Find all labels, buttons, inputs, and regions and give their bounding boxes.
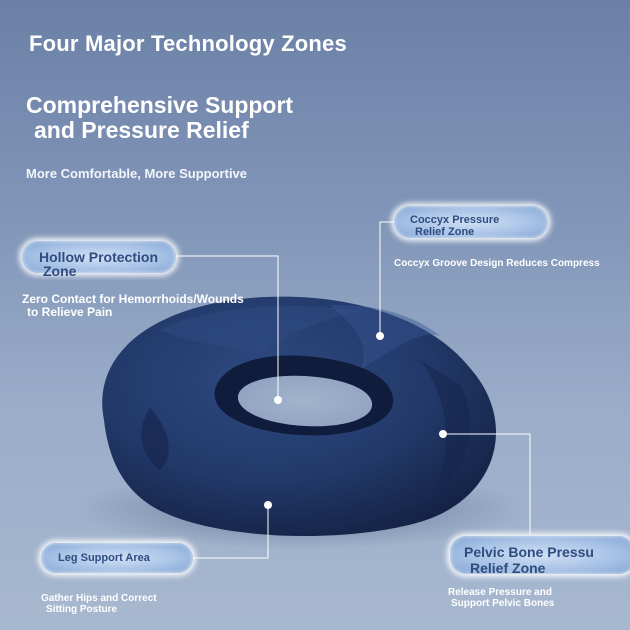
hollow-label-line-2: Zone	[43, 263, 77, 279]
pelvic-description-line-2: Support Pelvic Bones	[451, 598, 555, 609]
cushion-body	[102, 296, 497, 537]
pelvic-leader-line	[443, 433, 531, 534]
hollow-leader-line	[176, 255, 279, 400]
coccyx-zone-label: Coccyx Pressure Relief Zone	[394, 206, 548, 238]
leader-lines	[176, 221, 531, 559]
headline: Comprehensive Support and Pressure Relie…	[26, 93, 386, 143]
subheadline: More Comfortable, More Supportive	[26, 166, 248, 181]
pelvic-description-line-1: Release Pressure and	[448, 587, 552, 598]
headline-line-1: Comprehensive Support	[26, 92, 294, 118]
leg-label: Leg Support Area	[58, 552, 150, 564]
leg-zone-label: Leg Support Area	[41, 543, 193, 573]
pelvic-label-line-1: Pelvic Bone Pressu	[464, 544, 594, 560]
coccyx-marker-dot	[376, 332, 384, 340]
coccyx-leader-line	[379, 221, 394, 336]
headline-line-2: and Pressure Relief	[34, 117, 249, 143]
hollow-description-line-1: Zero Contact for Hemorrhoids/Wounds	[22, 292, 244, 306]
coccyx-label-line-1: Coccyx Pressure	[410, 214, 500, 226]
pelvic-marker-dot	[439, 430, 447, 438]
leg-zone-description: Gather Hips and Correct Sitting Posture	[41, 593, 157, 615]
pelvic-zone-label: Pelvic Bone Pressu Relief Zone	[450, 536, 630, 576]
page-title: Four Major Technology Zones	[29, 31, 347, 56]
hollow-description-line-2: to Relieve Pain	[27, 305, 113, 319]
coccyx-zone-description: Coccyx Groove Design Reduces Compress	[394, 258, 600, 269]
pelvic-zone-description: Release Pressure and Support Pelvic Bone…	[448, 587, 554, 609]
pelvic-label-line-2: Relief Zone	[470, 560, 546, 576]
leg-description-line-1: Gather Hips and Correct	[41, 593, 157, 604]
hollow-label-line-1: Hollow Protection	[39, 249, 158, 265]
coccyx-label-line-2: Relief Zone	[415, 226, 475, 238]
leg-leader-line	[193, 505, 269, 559]
marker-dots	[264, 332, 447, 509]
hollow-zone-label: Hollow Protection Zone	[22, 241, 176, 278]
leg-description-line-2: Sitting Posture	[46, 604, 118, 615]
hollow-zone-description: Zero Contact for Hemorrhoids/Wounds to R…	[22, 293, 244, 319]
hollow-marker-dot	[274, 396, 282, 404]
leg-marker-dot	[264, 501, 272, 509]
